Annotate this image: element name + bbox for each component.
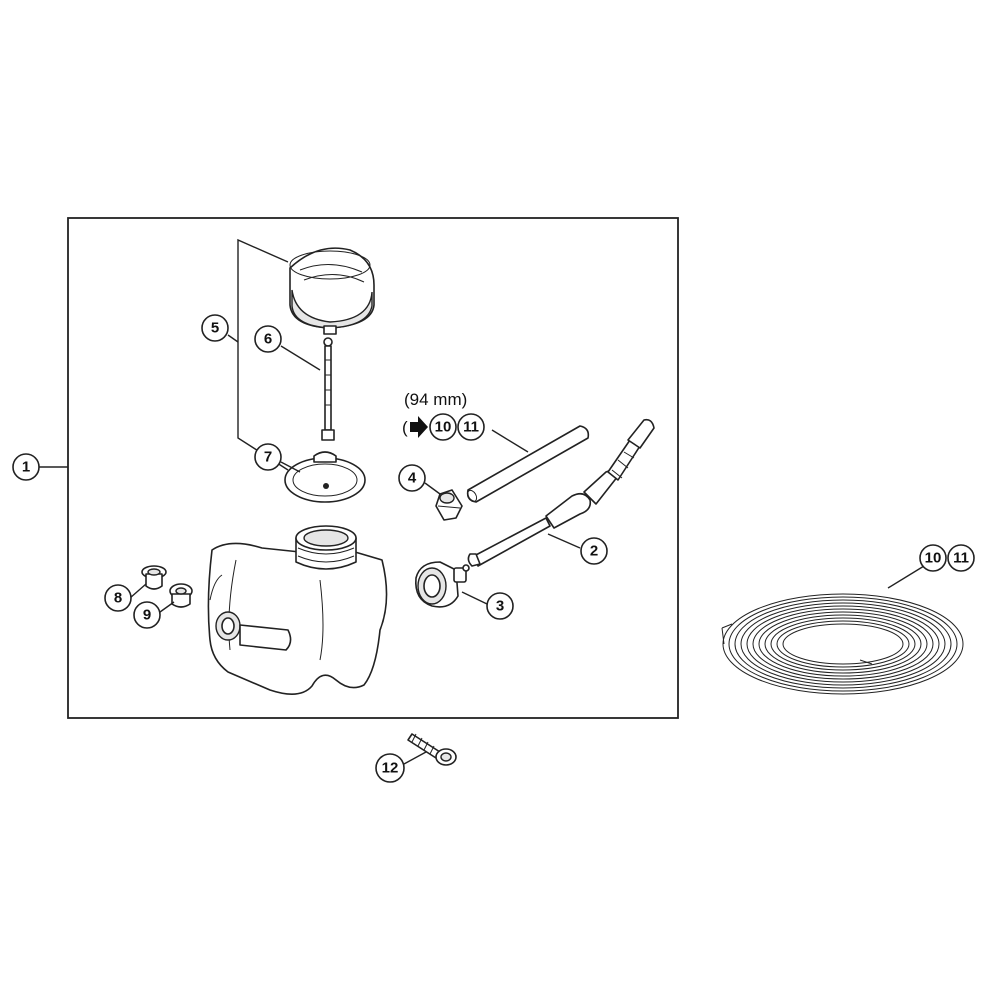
- filter-part: [415, 561, 470, 608]
- assembly-frame: [67, 217, 679, 719]
- svg-text:6: 6: [264, 331, 272, 348]
- svg-text:2: 2: [590, 543, 598, 560]
- coiled-hose-part: [721, 593, 964, 695]
- fuel-hose-part: [467, 418, 655, 567]
- screw-part: [407, 733, 457, 766]
- leader-3: [461, 591, 488, 605]
- callout-11-coil: 11: [947, 544, 975, 572]
- grommet-part: [435, 489, 463, 521]
- callout-8: 8: [104, 584, 132, 612]
- callout-5: 5: [201, 314, 229, 342]
- leader-10-11-top: [491, 429, 529, 453]
- leader-2: [547, 533, 581, 549]
- callout-10-coil: 10: [919, 544, 947, 572]
- svg-text:3: 3: [496, 598, 504, 615]
- leader-10-11-coil: [887, 565, 925, 589]
- svg-text:1: 1: [22, 459, 30, 476]
- callout-10-note: 10: [429, 413, 457, 441]
- arrow-right-icon: [410, 416, 428, 438]
- svg-text:9: 9: [143, 607, 151, 624]
- svg-text:4: 4: [408, 470, 417, 487]
- svg-text:7: 7: [264, 449, 272, 466]
- svg-text:12: 12: [382, 760, 399, 777]
- leader-9: [159, 601, 175, 613]
- callout-6: 6: [254, 325, 282, 353]
- retainer-part: [321, 337, 335, 441]
- leader-12: [403, 751, 427, 765]
- leader-4: [424, 482, 441, 495]
- fitting-part: [169, 583, 193, 608]
- ref-open-paren: (: [402, 418, 408, 437]
- fuel-tube-part: [466, 425, 590, 503]
- svg-text:10: 10: [435, 419, 452, 436]
- callout-3: 3: [486, 592, 514, 620]
- callout-7: 7: [254, 443, 282, 471]
- leader-6: [280, 345, 321, 371]
- callout-2: 2: [580, 537, 608, 565]
- svg-text:10: 10: [925, 550, 942, 567]
- leader-7: [280, 461, 301, 473]
- leader-8: [129, 583, 147, 599]
- svg-text:8: 8: [114, 590, 122, 607]
- leader-5: [227, 334, 239, 343]
- callout-12: 12: [375, 753, 405, 783]
- tube-length-label: (94 mm): [404, 390, 467, 409]
- callout-1: 1: [12, 453, 40, 481]
- seal-part: [284, 451, 366, 503]
- fuel-cap-part: [289, 247, 375, 335]
- plug-part: [141, 565, 167, 590]
- bracket-5: [237, 238, 289, 471]
- svg-text:11: 11: [953, 550, 969, 567]
- svg-text:5: 5: [211, 320, 219, 337]
- callout-9: 9: [133, 601, 161, 629]
- fuel-tank-part: [207, 525, 388, 695]
- callout-11-note: 11: [457, 413, 485, 441]
- callout-4: 4: [398, 464, 426, 492]
- svg-text:11: 11: [463, 419, 479, 436]
